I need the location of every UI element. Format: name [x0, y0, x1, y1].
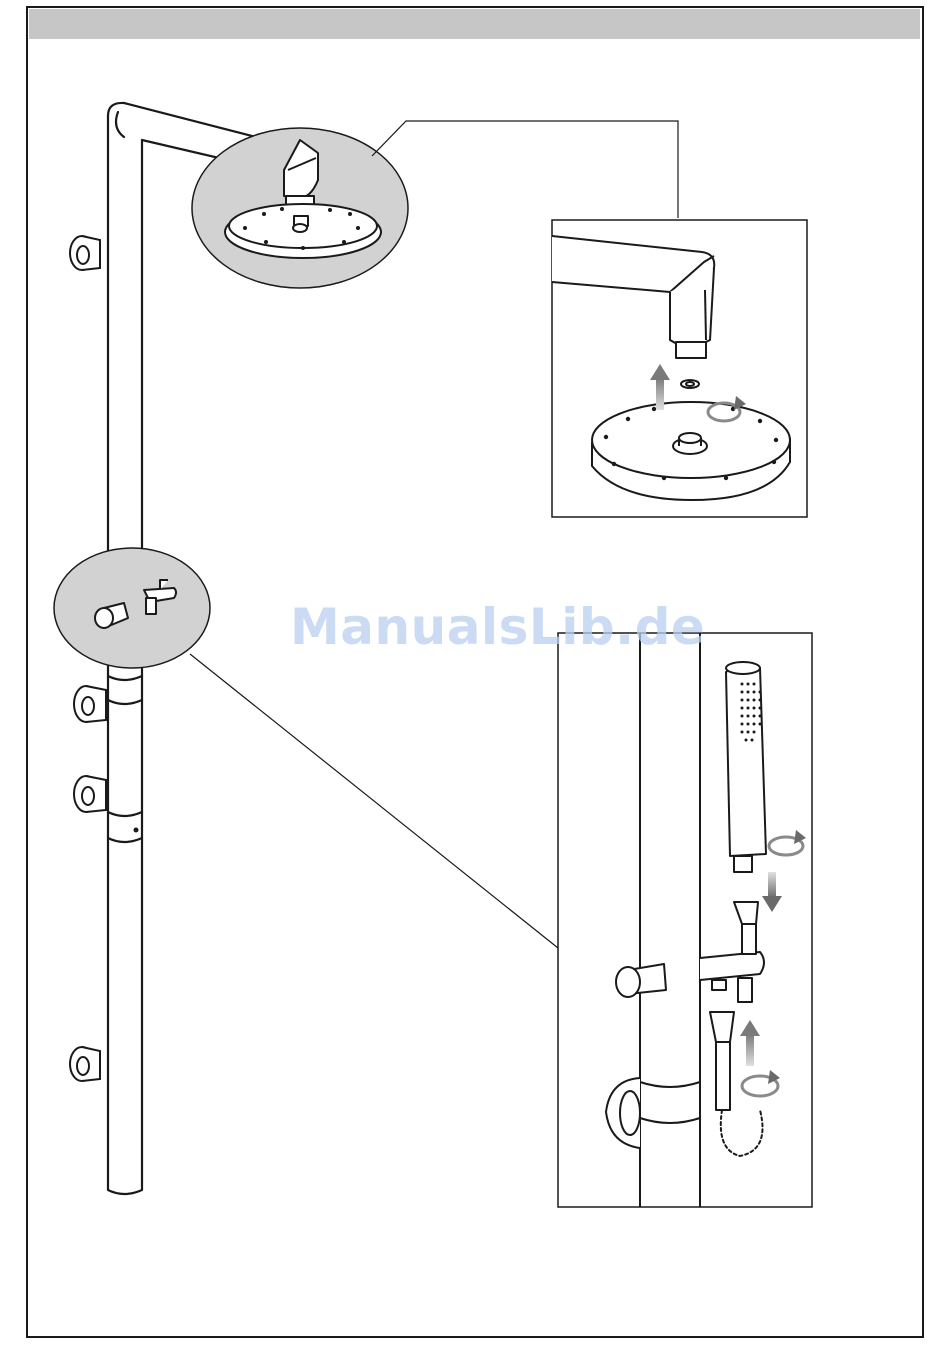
wall-bracket-4	[70, 1047, 100, 1081]
callout-holder	[54, 548, 210, 668]
hand-shower-holder-detail	[558, 633, 812, 1207]
wall-bracket-1	[70, 236, 100, 270]
shower-head-assembly-detail	[552, 220, 807, 517]
header-bar	[29, 9, 920, 39]
wall-bracket-3	[74, 776, 106, 812]
wall-bracket-2	[74, 686, 106, 722]
